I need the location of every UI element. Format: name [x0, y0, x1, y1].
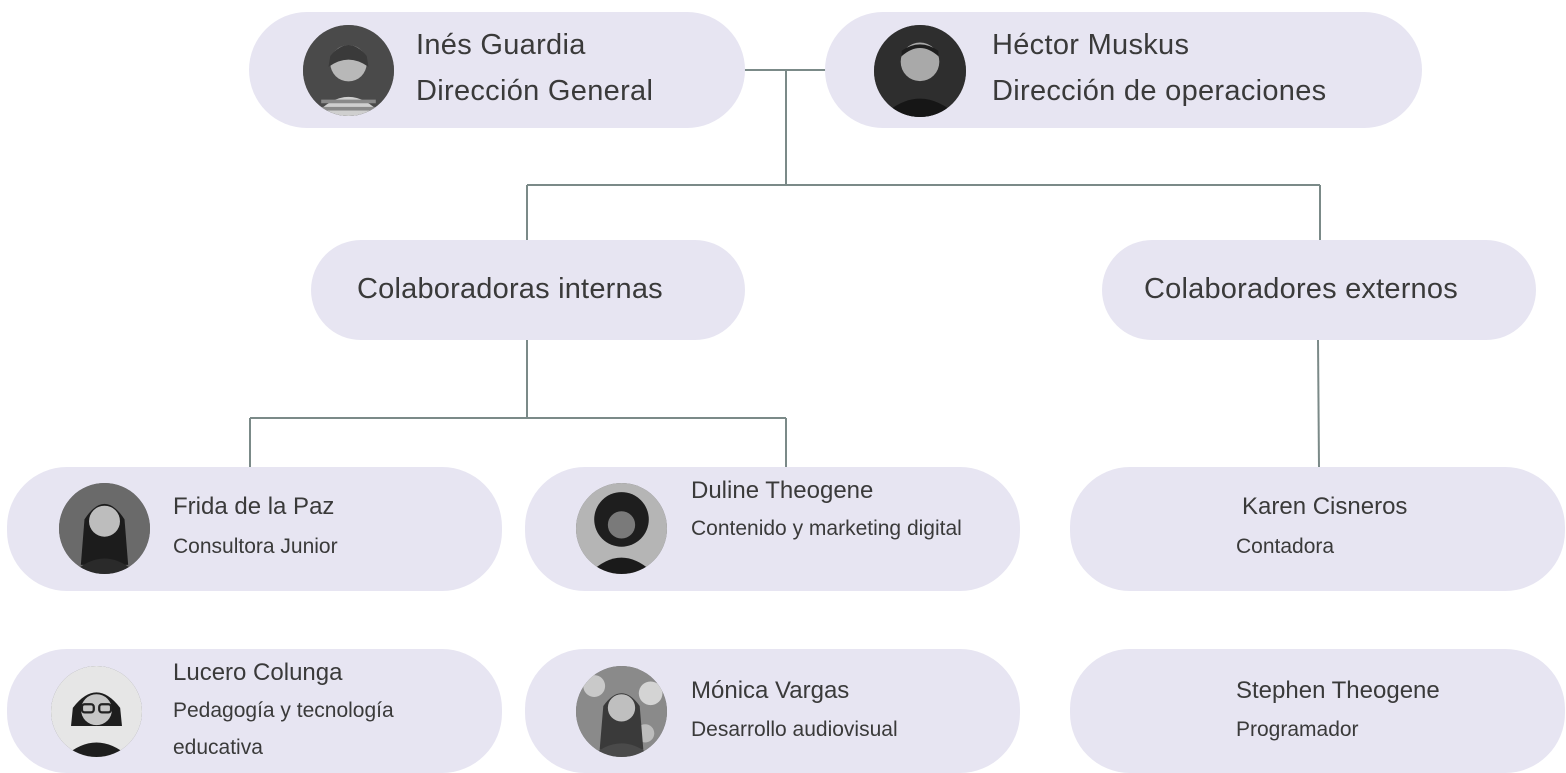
member-name: Karen Cisneros: [1242, 493, 1408, 520]
group-external: [1102, 240, 1536, 340]
member-role: Contenido y marketing digital: [691, 517, 962, 540]
leader-role: Dirección General: [416, 75, 654, 107]
member-role: Contadora: [1236, 535, 1335, 558]
member-card-karen: [1070, 467, 1565, 591]
member-role: Desarrollo audiovisual: [691, 718, 898, 741]
avatar-frida-de-la-paz: [59, 483, 150, 574]
member-name: Lucero Colunga: [173, 659, 343, 686]
group-external-label: Colaboradores externos: [1144, 273, 1458, 305]
member-role: Programador: [1236, 718, 1359, 741]
member-name: Mónica Vargas: [691, 677, 850, 704]
leader-name: Héctor Muskus: [992, 29, 1190, 61]
member-role: Pedagogía y tecnología educativa: [173, 699, 394, 759]
leader-name: Inés Guardia: [416, 29, 586, 61]
avatar-ines-guardia: [303, 25, 394, 116]
member-role: Consultora Junior: [173, 535, 338, 558]
member-name: Frida de la Paz: [173, 493, 335, 520]
member-card-stephen: [1070, 649, 1565, 773]
avatar-hector-muskus: [874, 25, 966, 117]
group-internal-label: Colaboradoras internas: [357, 273, 663, 305]
avatar-monica-vargas: [576, 666, 667, 757]
avatar-lucero-colunga: [51, 666, 142, 757]
group-internal: [311, 240, 745, 340]
leader-role: Dirección de operaciones: [992, 75, 1327, 107]
member-name: Duline Theogene: [691, 477, 874, 504]
avatar-duline-theogene: [576, 483, 667, 574]
member-name: Stephen Theogene: [1236, 677, 1440, 704]
